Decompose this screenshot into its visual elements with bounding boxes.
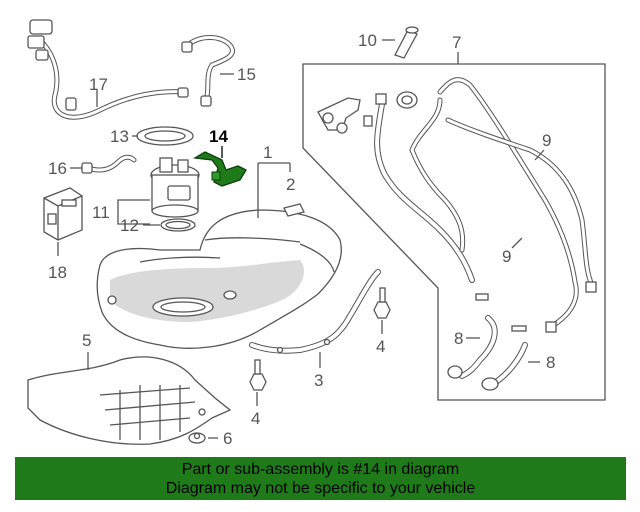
callout-6: 6 bbox=[223, 429, 232, 448]
callout-15: 15 bbox=[237, 65, 256, 84]
callout-7: 7 bbox=[452, 33, 461, 52]
bolt-part-4-bottom[interactable] bbox=[249, 359, 267, 391]
callout-4-right: 4 bbox=[376, 337, 385, 356]
callout-8-right: 8 bbox=[546, 353, 555, 372]
callout-5: 5 bbox=[82, 331, 91, 350]
callout-13: 13 bbox=[110, 127, 129, 146]
heat-shield-part-5[interactable] bbox=[27, 356, 232, 445]
callout-4-bottom: 4 bbox=[251, 409, 260, 428]
wiring-harness-part-17[interactable] bbox=[27, 19, 189, 120]
callout-8-left: 8 bbox=[454, 329, 463, 348]
banner-line-1: Part or sub-assembly is #14 in diagram bbox=[181, 460, 460, 478]
callout-18: 18 bbox=[48, 263, 67, 282]
control-module-part-18[interactable] bbox=[43, 187, 83, 241]
callout-10: 10 bbox=[358, 31, 377, 50]
cap-part-10[interactable] bbox=[394, 26, 419, 59]
callout-2: 2 bbox=[286, 175, 295, 194]
lock-ring-part-13[interactable] bbox=[136, 126, 194, 146]
bolt-part-4-right[interactable] bbox=[373, 287, 391, 319]
part-info-banner: Part or sub-assembly is #14 in diagram D… bbox=[15, 457, 626, 500]
fuel-pump-part-11[interactable] bbox=[150, 157, 200, 218]
nut-part-6[interactable] bbox=[188, 432, 206, 444]
vent-line-part-15[interactable] bbox=[181, 35, 235, 107]
callout-9-bottom: 9 bbox=[502, 247, 511, 266]
callout-12: 12 bbox=[120, 216, 139, 235]
callout-3: 3 bbox=[314, 371, 323, 390]
callout-1: 1 bbox=[263, 143, 272, 162]
seal-part-12[interactable] bbox=[160, 218, 196, 232]
line-part-16[interactable] bbox=[81, 154, 137, 174]
clip-part-2[interactable] bbox=[283, 203, 305, 217]
strap-part-3[interactable] bbox=[249, 269, 381, 354]
callout-11: 11 bbox=[92, 203, 110, 222]
banner-line-2: Diagram may not be specific to your vehi… bbox=[165, 479, 476, 497]
callout-16: 16 bbox=[48, 159, 67, 178]
callout-17: 17 bbox=[89, 75, 108, 94]
callout-14: 14 bbox=[209, 127, 228, 146]
filler-pipe-assembly-part-7[interactable] bbox=[302, 63, 606, 401]
callout-9-top: 9 bbox=[542, 131, 551, 150]
parts-diagram: 17 15 10 13 14 16 bbox=[27, 19, 606, 448]
fuel-tank-part-1[interactable] bbox=[96, 209, 342, 349]
highlighted-bracket-part-14[interactable] bbox=[193, 151, 247, 187]
